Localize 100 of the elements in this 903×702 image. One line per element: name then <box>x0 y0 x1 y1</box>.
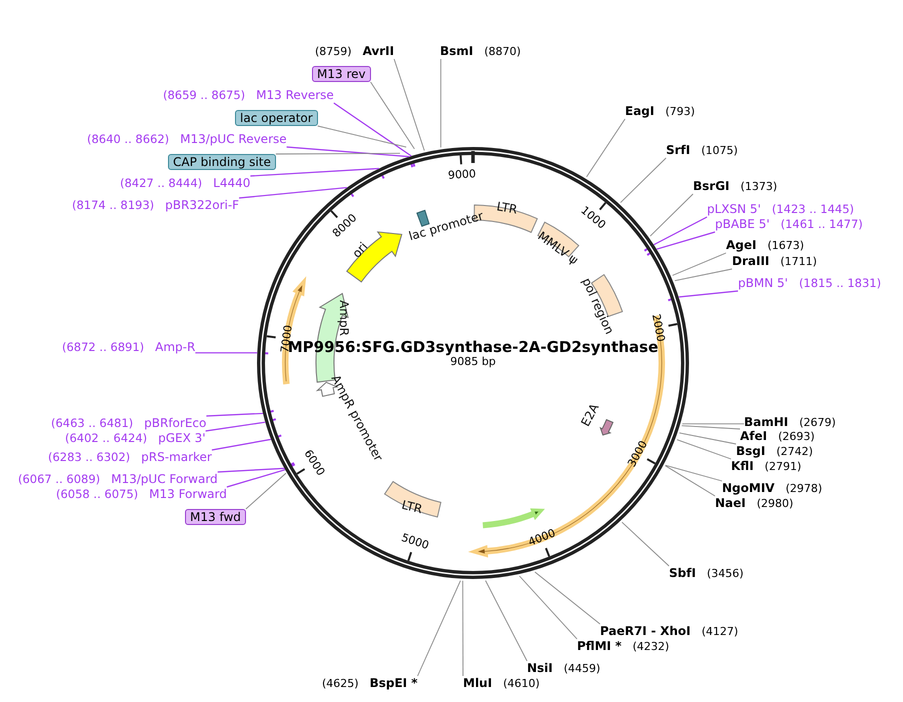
enzyme-name: EagI <box>625 104 654 119</box>
enzyme-name: BamHI <box>744 415 788 430</box>
primer-name: L4440 <box>213 176 250 191</box>
leader-line <box>620 158 666 203</box>
cut-position: (2791) <box>764 459 802 474</box>
leader-line <box>333 102 412 156</box>
primer-name: pRS-marker <box>141 450 212 465</box>
cut-position: (8870) <box>484 44 521 59</box>
primer-name: pBRforEco <box>144 416 206 431</box>
leader-line <box>676 439 732 460</box>
primer-range: (8659 .. 8675) <box>163 88 246 103</box>
leader-line <box>239 187 348 199</box>
leader-line <box>679 432 736 444</box>
feature-label: LTR <box>496 199 518 217</box>
leader-line <box>195 352 258 354</box>
leader-line <box>653 216 708 246</box>
leader-line <box>674 268 732 282</box>
cut-position: (2978) <box>786 481 822 496</box>
cut-position: (2679) <box>799 415 836 430</box>
cut-position: (4459) <box>564 661 600 676</box>
enzyme-name: AgeI <box>726 238 756 253</box>
primer-name: pBMN 5' <box>738 276 788 291</box>
leader-line <box>678 290 738 298</box>
primer-range: (6872 .. 6891) <box>62 340 144 355</box>
primer-range: (6067 .. 6089) <box>18 472 100 487</box>
primer-name: M13 Forward <box>149 487 227 502</box>
leader-line <box>226 469 286 488</box>
leader-line <box>417 580 461 676</box>
enzyme-name: BsmI <box>440 44 474 59</box>
leader-line <box>656 231 716 250</box>
cut-position: (4232) <box>632 639 670 654</box>
leader-line <box>485 580 528 662</box>
enzyme-name: SbfI <box>669 566 696 581</box>
cut-position: (8759) <box>315 44 352 59</box>
primer-range: (6463 .. 6481) <box>51 416 134 431</box>
primer-range: (1423 .. 1445) <box>772 202 854 217</box>
leader-line <box>534 572 600 624</box>
leader-line <box>245 472 286 510</box>
enzyme-name: AvrII <box>362 44 394 59</box>
enzyme-name: PaeR7I - XhoI <box>600 624 691 639</box>
enzyme-name: NgoMIV <box>722 481 775 496</box>
primer-range: (6283 .. 6302) <box>48 450 130 465</box>
leader-line <box>286 146 410 158</box>
feature-tag: M13 fwd <box>185 509 246 525</box>
primer-name: pBR322ori-F <box>165 198 240 213</box>
enzyme-name: DraIII <box>732 254 770 269</box>
primer-name: Amp-R <box>155 340 196 355</box>
primer-name: pBABE 5' <box>715 217 770 232</box>
leader-line <box>622 522 670 566</box>
leader-line <box>394 58 425 151</box>
primer-range: (8640 .. 8662) <box>87 132 170 147</box>
primer-name: pGEX 3' <box>158 431 206 446</box>
enzyme-name: NaeI <box>715 496 746 511</box>
leader-line <box>440 58 442 148</box>
primer-range: (8174 .. 8193) <box>72 198 154 213</box>
leader-line <box>462 580 464 676</box>
cut-position: (2742) <box>776 444 813 459</box>
cut-position: (1075) <box>701 143 738 158</box>
enzyme-name: BsrGI <box>693 179 730 194</box>
leader-line <box>250 168 380 177</box>
feature-label: AmpR <box>337 300 351 336</box>
primer-name: M13 Reverse <box>256 88 334 103</box>
primer-name: M13/pUC Forward <box>111 472 218 487</box>
leader-line <box>665 464 722 482</box>
leader-line <box>212 438 272 451</box>
leader-line <box>218 468 284 473</box>
cut-position: (4610) <box>503 676 540 691</box>
feature-label: ori <box>350 240 370 260</box>
scale-number: 4000 <box>526 527 558 549</box>
primer-name: M13/pUC Reverse <box>180 132 287 147</box>
cut-position: (4625) <box>322 676 359 691</box>
feature-tag: CAP binding site <box>168 154 276 170</box>
cut-position: (3456) <box>706 566 744 581</box>
leader-line <box>206 422 266 432</box>
leader-line <box>317 126 407 148</box>
cut-position: (2980) <box>756 496 794 511</box>
primer-range: (1815 .. 1831) <box>798 276 882 291</box>
enzyme-name: MluI <box>463 676 492 691</box>
leader-line <box>664 465 716 496</box>
feature-label: LTR <box>400 498 424 516</box>
cut-position: (2693) <box>778 429 815 444</box>
leader-line <box>275 152 400 154</box>
primer-range: (8427 .. 8444) <box>120 176 202 191</box>
feature-tag: M13 rev <box>312 66 371 82</box>
primer-name: pLXSN 5' <box>707 202 761 217</box>
leader-line <box>672 252 726 276</box>
enzyme-name: NsiI <box>527 661 553 676</box>
primer-range: (6058 .. 6075) <box>56 487 138 502</box>
feature-tag: lac operator <box>235 110 318 126</box>
enzyme-name: BspEI * <box>370 676 418 691</box>
cut-position: (1373) <box>740 179 778 194</box>
cut-position: (793) <box>665 104 695 119</box>
scale-number: 9000 <box>448 168 476 182</box>
scale-number: 5000 <box>399 532 430 552</box>
feature-label: E2A <box>578 401 602 429</box>
primer-range: (1461 .. 1477) <box>780 217 863 232</box>
leader-line <box>370 82 415 150</box>
enzyme-name: SrfI <box>666 143 690 158</box>
enzyme-name: AfeI <box>740 429 768 444</box>
cut-position: (1673) <box>767 238 804 253</box>
